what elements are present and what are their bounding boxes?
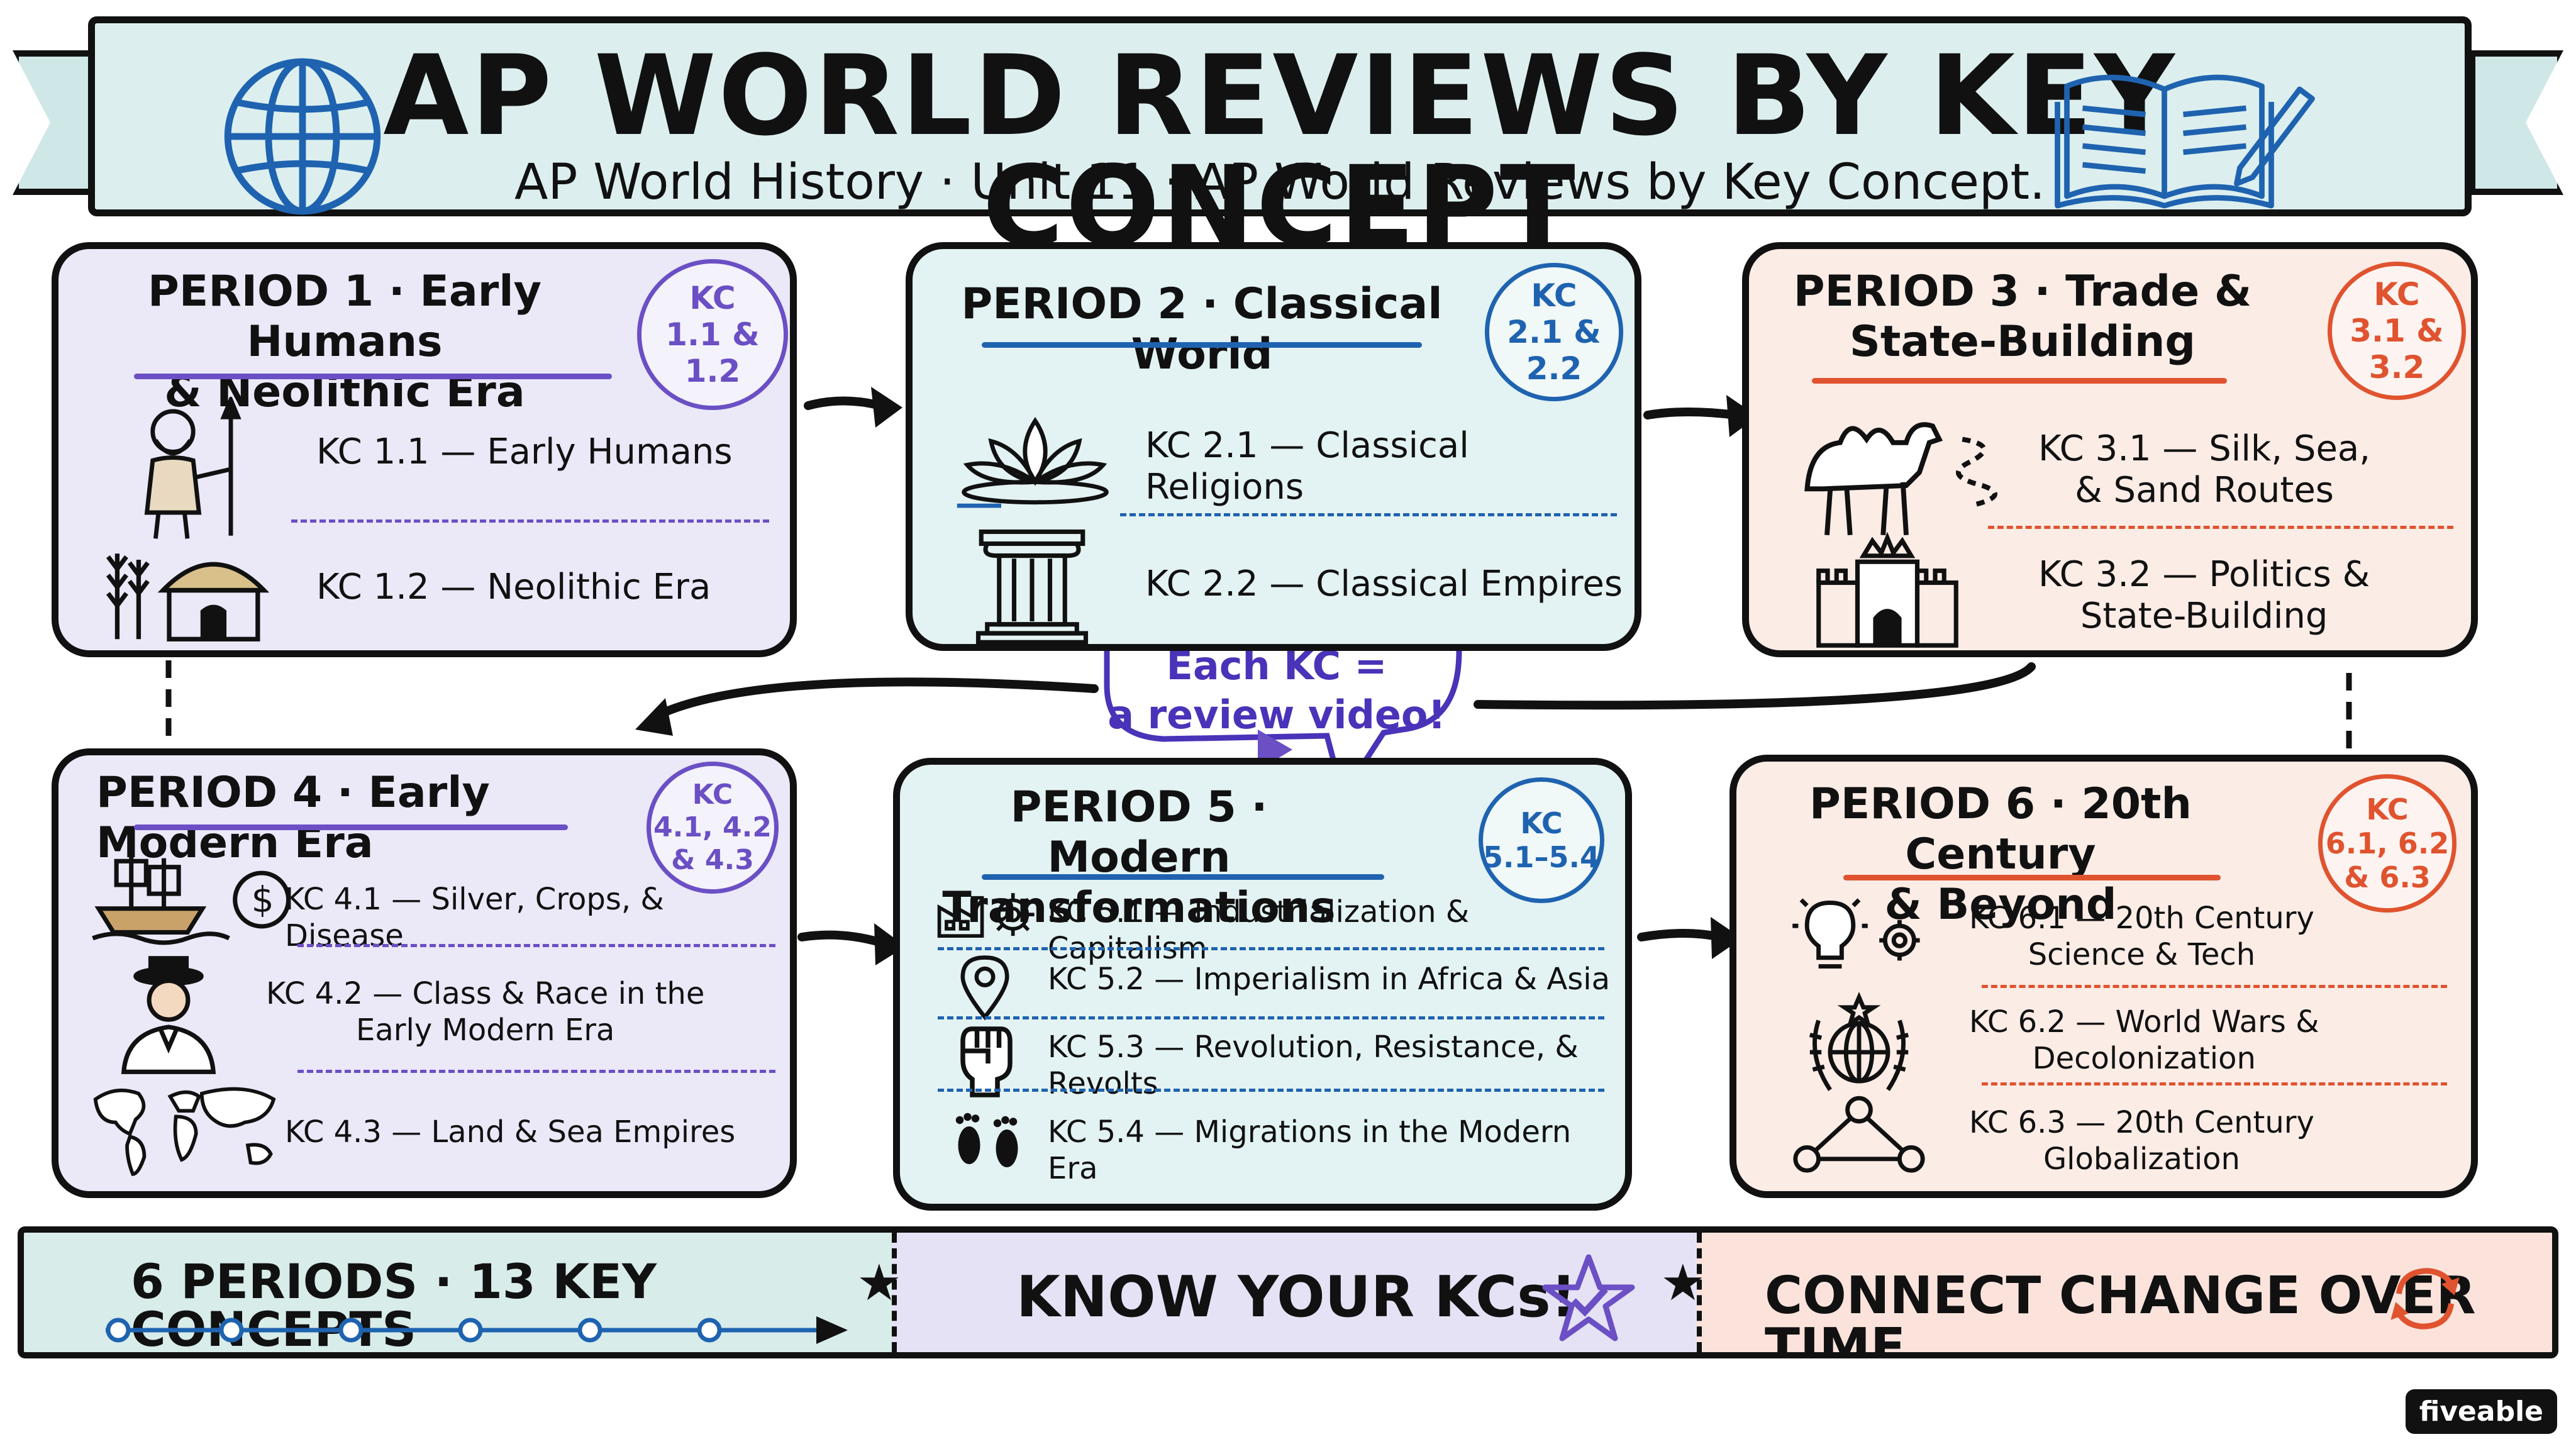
page-title: AP WORLD REVIEWS BY KEY CONCEPT [383,31,2177,271]
period-5-card: PERIOD 5 · Modern Transformations KC 5.1… [893,758,1632,1211]
page-subtitle: AP World History · Unit 11 · AP World Re… [514,154,2045,211]
arrow-p2-p3 [1643,408,1740,419]
kc-2-1-label: KC 2.1 — Classical Religions [1145,425,1469,508]
arrow-p5-p6 [1637,929,1724,941]
period-4-kc-badge: KC 4.1, 4.2 & 4.3 [647,762,779,894]
title-banner: AP WORLD REVIEWS BY KEY CONCEPT AP World… [88,16,2472,262]
period-2-kc-badge: KC 2.1 & 2.2 [1485,263,1623,401]
cycle-arrows-icon [2390,1268,2460,1330]
period-2-card: PERIOD 2 · Classical World KC 2.1 & 2.2 … [906,242,1641,651]
period-1-underline [134,374,612,379]
kc-5-4-label: KC 5.4 — Migrations in the Modern Era [1048,1114,1572,1186]
period-1-kc-badge: KC 1.1 & 1.2 [637,259,788,410]
kc-6-2-label: KC 6.2 — World Wars & Decolonization [1969,1004,2319,1076]
ship-dollar-icon: $ [92,852,291,945]
kc-4-2-label: KC 4.2 — Class & Race in the Early Moder… [266,976,705,1048]
castle-icon [1816,531,1958,648]
footprints-icon [955,1113,1018,1167]
know-kcs-text: KNOW YOUR KCs! [1016,1264,1577,1330]
period-4-divider-2 [297,1070,775,1073]
fiveable-logo: fiveable [2405,1389,2557,1434]
period-6-divider-1 [1982,985,2447,988]
arrow-p4-p5 [797,930,888,948]
summary-stats-text: 6 PERIODS · 13 KEY CONCEPTS [131,1253,657,1357]
person-hat-icon [121,956,216,1074]
period-4-card: PERIOD 4 · Early Modern Era KC 4.1, 4.2 … [52,748,797,1198]
globe-laurel-icon [1809,991,1909,1091]
arrow-p3-p4-b [650,677,1099,721]
raised-fist-icon [960,1026,1013,1097]
lotus-icon [957,417,1109,508]
kc-1-2-label: KC 1.2 — Neolithic Era [316,567,711,608]
kc-3-2-label: KC 3.2 — Politics & State-Building [2038,554,2370,636]
world-map-icon [93,1087,276,1176]
connect-change-text: CONNECT CHANGE OVER TIME [1765,1266,2476,1358]
period-3-title: PERIOD 3 · Trade & State-Building [1793,267,2252,367]
column-icon [975,529,1089,645]
network-icon [1793,1096,1925,1173]
period-5-divider-3 [938,1089,1604,1092]
period-5-divider-2 [938,1016,1604,1019]
period-3-divider [1988,526,2453,529]
period-1-divider [291,519,769,523]
period-4-divider-1 [297,944,775,947]
period-6-title: PERIOD 6 · 20th Century & Beyond [1809,779,2192,930]
location-pin-icon [960,955,1009,1021]
period-6-underline [1843,875,2221,880]
factory-gear-icon [937,893,1035,938]
star-separator-2-icon: ★ [1660,1253,1706,1312]
period-5-divider-1 [938,947,1604,950]
period-6-card: PERIOD 6 · 20th Century & Beyond KC 6.1,… [1729,755,2478,1198]
period-1-title: PERIOD 1 · Early Humans & Neolithic Era [148,267,541,417]
kc-5-2-label: KC 5.2 — Imperialism in Africa & Asia [1048,962,1611,997]
camel-icon [1804,422,1997,536]
summary-strip: 6 PERIODS · 13 KEY CONCEPTS KNOW YOUR KC… [18,1226,2558,1358]
period-4-underline [134,824,568,830]
timeline-icon [106,1316,848,1344]
know-kcs-segment: KNOW YOUR KCs! [892,1233,1697,1352]
lightbulb-gear-icon [1792,898,1920,969]
period-3-card: PERIOD 3 · Trade & State-Building KC 3.1… [1742,242,2478,657]
kc-4-3-label: KC 4.3 — Land & Sea Empires [285,1114,736,1150]
kc-1-1-label: KC 1.1 — Early Humans [316,431,733,472]
star-check-icon [1542,1254,1635,1341]
summary-stats-segment: 6 PERIODS · 13 KEY CONCEPTS [24,1233,892,1352]
open-book-pencil-icon [2055,74,2315,209]
period-5-kc-badge: KC 5.1–5.4 [1479,777,1604,903]
period-5-underline [982,874,1384,880]
wheat-hut-icon [106,553,270,641]
period-3-kc-badge: KC 3.1 & 3.2 [2328,262,2466,400]
period-6-divider-2 [1982,1082,2447,1085]
svg-text:$: $ [252,879,274,920]
period-2-title: PERIOD 2 · Classical World [961,279,1443,379]
kc-3-1-label: KC 3.1 — Silk, Sea, & Sand Routes [2038,428,2371,511]
globe-icon [224,58,381,215]
connect-change-segment: CONNECT CHANGE OVER TIME [1697,1233,2552,1352]
star-separator-1-icon: ★ [857,1253,902,1312]
arrow-p1-p2 [804,396,885,410]
period-5-title: PERIOD 5 · Modern Transformations [942,782,1336,933]
callout-text: Each KC = a review video! [1108,643,1446,738]
period-1-card: PERIOD 1 · Early Humans & Neolithic Era … [52,242,797,657]
period-6-kc-badge: KC 6.1, 6.2 & 6.3 [2318,774,2457,913]
kc-4-1-label: KC 4.1 — Silver, Crops, & Disease [285,882,664,953]
kc-6-1-label: KC 6.1 — 20th Century Science & Tech [1969,901,2314,972]
kc-2-2-label: KC 2.2 — Classical Empires [1145,564,1623,604]
caveman-icon [144,397,242,539]
period-2-underline [982,342,1422,348]
period-2-divider [1120,513,1617,516]
period-4-title: PERIOD 4 · Early Modern Era [96,768,490,868]
kc-6-3-label: KC 6.3 — 20th Century Globalization [1969,1105,2314,1177]
arrow-p3-p4 [1474,662,2036,710]
kc-5-3-label: KC 5.3 — Revolution, Resistance, & Revol… [1048,1030,1579,1101]
kc-5-1-label: KC 5.1 — Industrialization & Capitalism [1048,894,1470,966]
period-3-underline [1812,378,2227,384]
